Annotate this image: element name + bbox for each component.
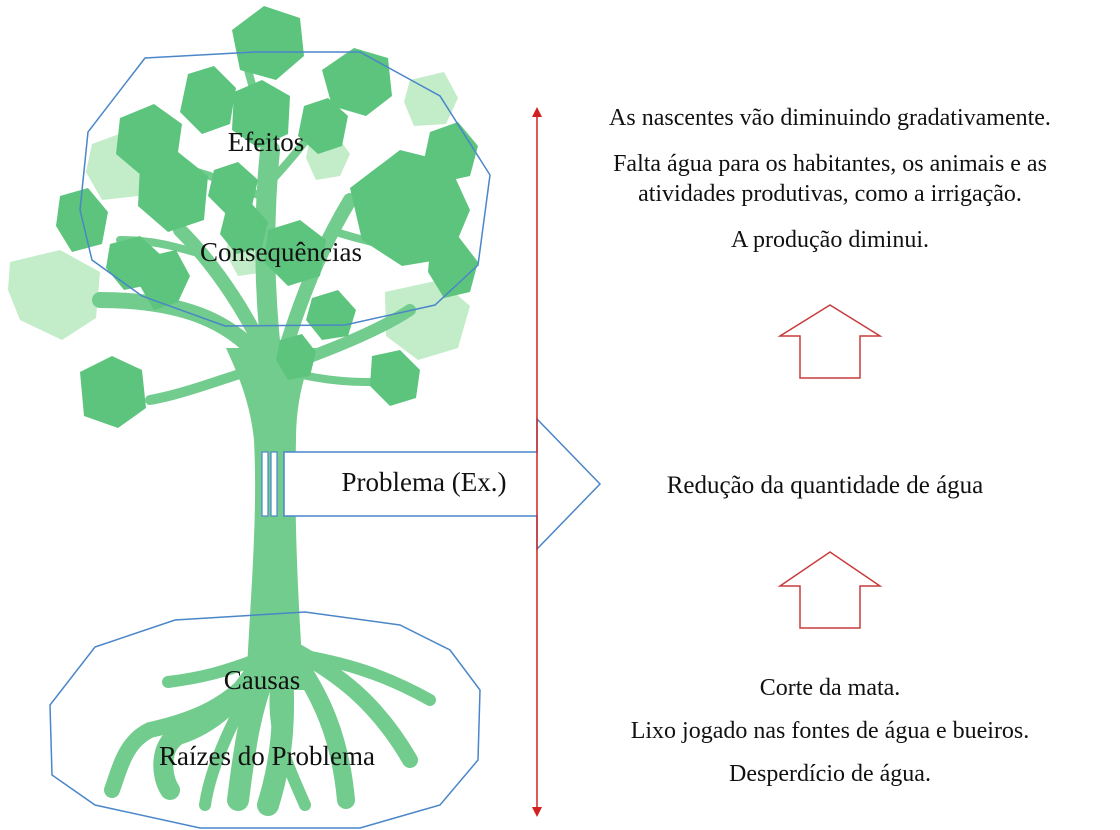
consequences-label: Consequências: [200, 237, 362, 267]
effect-line-3: atividades produtivas, como a irrigação.: [638, 181, 1022, 207]
effects-region-outline: [79, 51, 491, 327]
problem-arrow-label: Problema (Ex.): [341, 467, 507, 497]
causes-label: Causas: [223, 665, 301, 695]
cause-line-1: Corte da mata.: [759, 675, 901, 701]
effect-line-1: As nascentes vão diminuindo gradativamen…: [609, 105, 1051, 131]
cause-line-2: Lixo jogado nas fontes de água e bueiros…: [630, 718, 1030, 744]
tree-illustration: [8, 6, 478, 816]
causes-region-outline: [49, 611, 481, 829]
up-arrow-to-effects: [777, 304, 883, 379]
tree-trunk: [226, 348, 316, 690]
effect-line-4: A produção diminui.: [731, 227, 929, 253]
cause-line-3: Desperdício de água.: [729, 761, 931, 787]
effects-label: Efeitos: [227, 127, 305, 157]
effect-line-2: Falta água para os habitantes, os animai…: [613, 151, 1047, 177]
problem-roots-label: Raízes do Problema: [159, 741, 375, 771]
problem-statement: Redução da quantidade de água: [666, 472, 984, 499]
dark-leaves: [56, 6, 478, 428]
up-arrow-to-problem: [777, 551, 883, 629]
